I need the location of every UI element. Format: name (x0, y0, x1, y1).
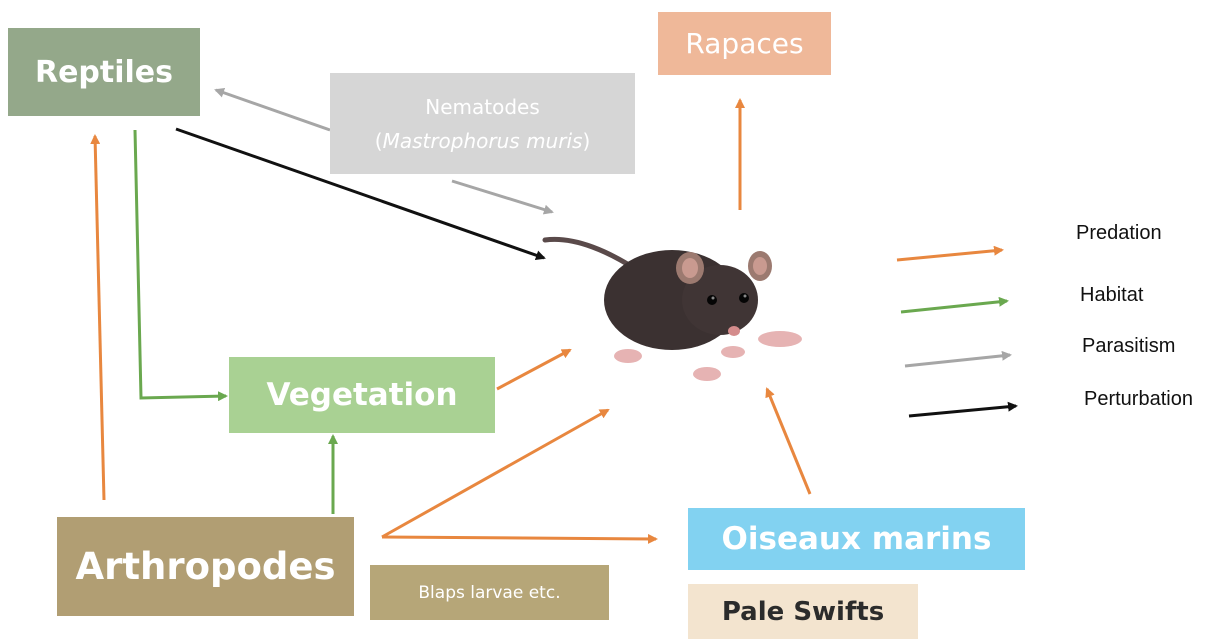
node-oiseaux-label: Oiseaux marins (722, 521, 992, 557)
node-nematodes-label: Nematodes (425, 90, 540, 124)
legend-arrow-predation (897, 250, 1002, 260)
legend-perturbation: Perturbation (1084, 388, 1193, 411)
node-arthropodes-label: Arthropodes (75, 545, 335, 588)
node-reptiles: Reptiles (8, 28, 200, 116)
node-nematodes-species: Mastrophorus muris (383, 129, 583, 153)
arrow-reptiles-to-vegetation (135, 130, 226, 398)
arrow-arthropodes-to-oiseaux (382, 537, 656, 539)
node-rapaces: Rapaces (658, 12, 831, 75)
rat-image (545, 239, 802, 381)
node-blaps-larvae: Blaps larvae etc. (370, 565, 609, 620)
paren-open: ( (375, 129, 383, 153)
node-blaps-label: Blaps larvae etc. (418, 583, 560, 603)
legend-arrow-parasitism (905, 355, 1010, 366)
node-nematodes: Nematodes (Mastrophorus muris) (330, 73, 635, 174)
node-vegetation: Vegetation (229, 357, 495, 433)
legend-habitat: Habitat (1080, 284, 1143, 307)
arrow-arthropodes-to-reptiles (95, 136, 104, 500)
node-arthropodes: Arthropodes (57, 517, 354, 616)
arrow-nematodes-to-reptiles (216, 90, 330, 130)
node-vegetation-label: Vegetation (266, 377, 457, 413)
legend-arrow-perturbation (909, 406, 1016, 416)
arrow-oiseaux-to-rat (767, 389, 810, 494)
legend-predation: Predation (1076, 222, 1162, 245)
node-oiseaux-marins: Oiseaux marins (688, 508, 1025, 570)
arrow-vegetation-to-rat (497, 350, 570, 389)
node-reptiles-label: Reptiles (35, 55, 173, 90)
arrow-nematodes-to-rat (452, 181, 552, 212)
node-nematodes-species-line: (Mastrophorus muris) (375, 124, 591, 158)
legend-arrow-habitat (901, 301, 1007, 312)
node-pale-swifts-label: Pale Swifts (722, 597, 884, 627)
node-rapaces-label: Rapaces (685, 27, 803, 60)
paren-close: ) (582, 129, 590, 153)
node-pale-swifts: Pale Swifts (688, 584, 918, 639)
legend-parasitism: Parasitism (1082, 335, 1175, 358)
